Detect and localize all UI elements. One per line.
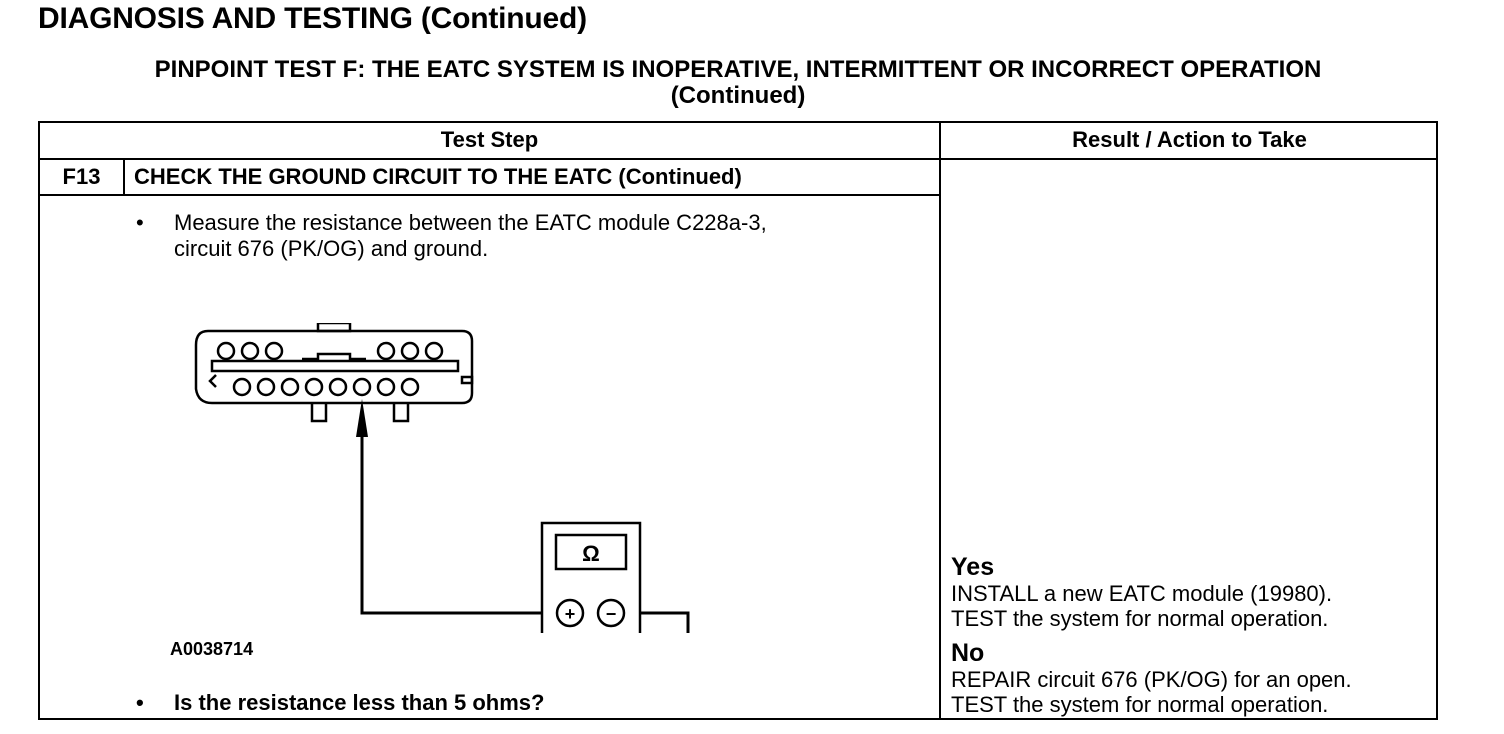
probe-arrow-icon xyxy=(356,399,368,437)
step-title-divider xyxy=(40,194,939,196)
header-result: Result / Action to Take xyxy=(1072,127,1307,152)
question-text: Is the resistance less than 5 ohms? xyxy=(174,690,545,715)
result-no-label: No xyxy=(951,639,985,667)
probe-lead xyxy=(360,409,542,615)
meter-minus-label: − xyxy=(606,604,617,624)
ground-lead xyxy=(640,611,690,633)
bullet-icon: • xyxy=(136,210,144,235)
connector-icon xyxy=(194,323,474,423)
result-yes-action-2: TEST the system for normal operation. xyxy=(951,606,1329,631)
bullet-icon: • xyxy=(136,690,144,715)
step-id: F13 xyxy=(62,164,101,189)
instruction-line-2: circuit 676 (PK/OG) and ground. xyxy=(174,236,489,261)
instruction-line-1: Measure the resistance between the EATC … xyxy=(174,210,767,235)
meter-plus-label: + xyxy=(565,604,576,624)
ohmmeter-icon xyxy=(540,521,642,633)
subtitle-line-1: PINPOINT TEST F: THE EATC SYSTEM IS INOP… xyxy=(154,56,1322,83)
result-no-action-2: TEST the system for normal operation. xyxy=(951,692,1329,717)
header-divider xyxy=(40,158,1436,160)
result-yes-action-1: INSTALL a new EATC module (19980). xyxy=(951,581,1333,606)
step-title: CHECK THE GROUND CIRCUIT TO THE EATC (Co… xyxy=(134,164,742,189)
test-table: Test Step Result / Action to Take F13 CH… xyxy=(38,121,1438,720)
result-no-action-1: REPAIR circuit 676 (PK/OG) for an open. xyxy=(951,667,1352,692)
connector-ohmmeter-diagram: Ω + − xyxy=(194,323,690,633)
pinpoint-test-subtitle: PINPOINT TEST F: THE EATC SYSTEM IS INOP… xyxy=(38,57,1438,109)
column-divider xyxy=(939,123,941,718)
page-title: DIAGNOSIS AND TESTING (Continued) xyxy=(38,2,587,35)
figure-id: A0038714 xyxy=(170,639,254,659)
header-test-step: Test Step xyxy=(440,127,539,152)
step-id-divider xyxy=(123,158,125,195)
ohm-symbol: Ω xyxy=(582,541,600,566)
result-yes-label: Yes xyxy=(951,553,995,581)
instruction-text: Measure the resistance between the EATC … xyxy=(174,210,767,262)
subtitle-line-2: (Continued) xyxy=(670,82,806,109)
